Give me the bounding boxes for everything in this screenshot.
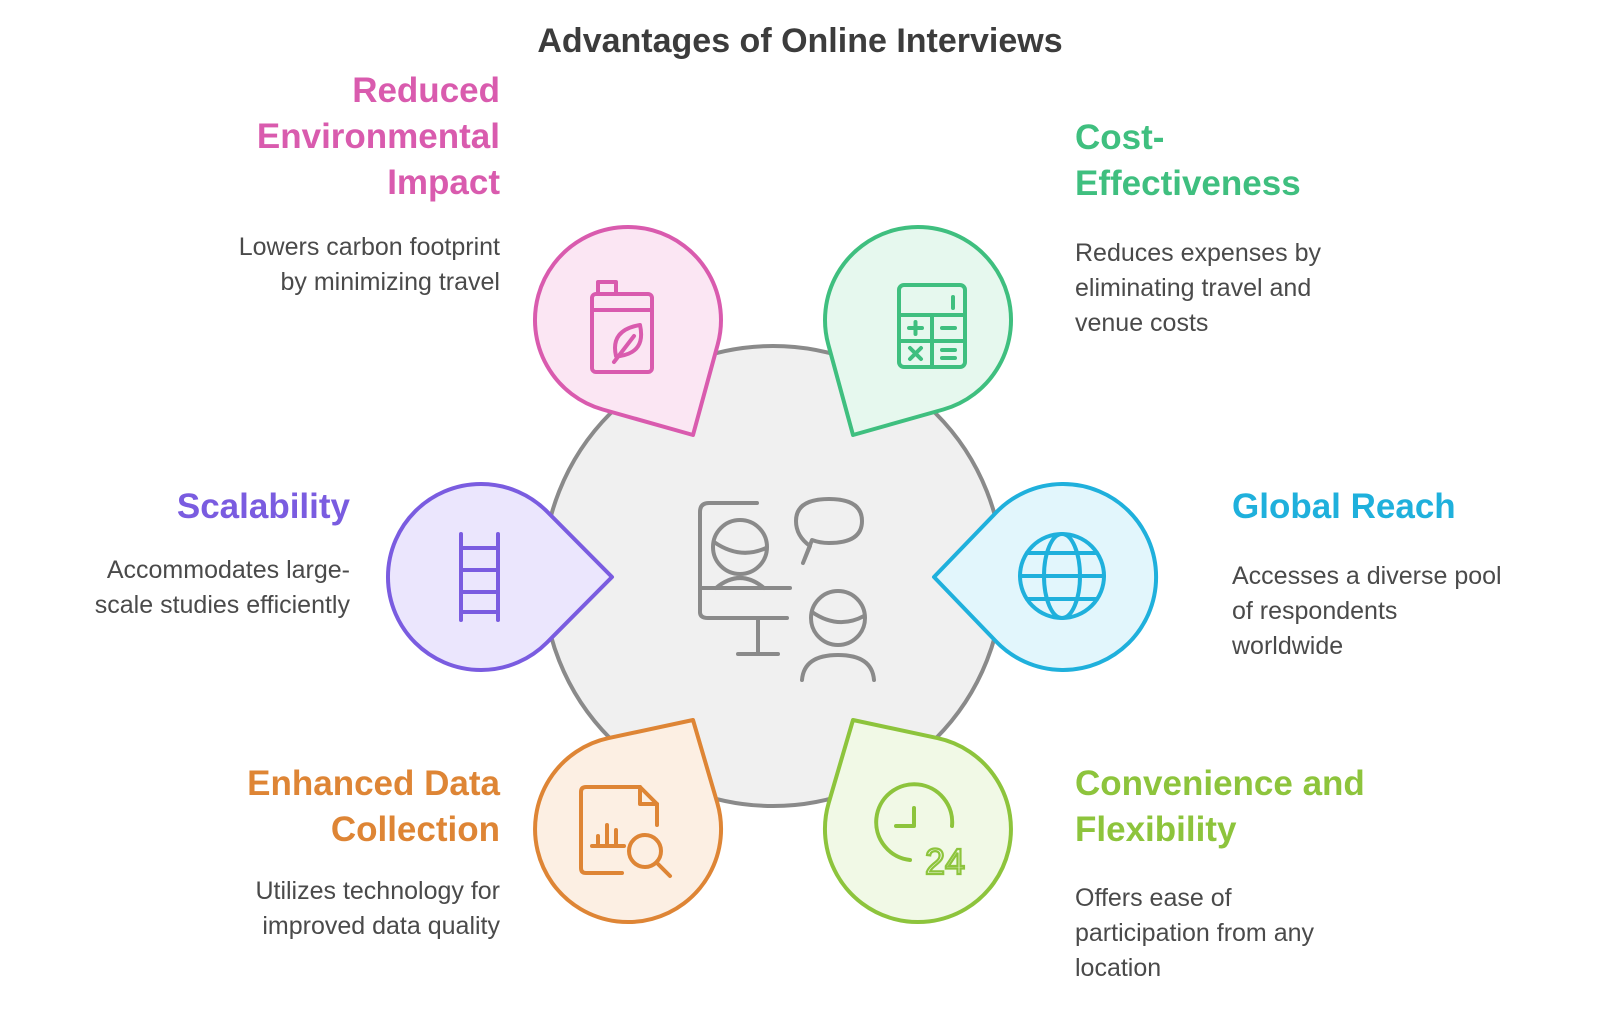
video-interview-icon [698,497,876,682]
label-line: Environmental [256,117,500,156]
desc-line: location [1075,954,1162,982]
desc-line: of respondents [1232,597,1398,625]
label-scalability: Scalability [177,484,350,530]
label-convenience-and-flexibility: Convenience and Flexibility [1075,761,1365,853]
desc-global-reach: Accesses a diverse pool of respondents w… [1232,559,1502,664]
desc-line: venue costs [1075,309,1209,337]
petal-convenience [822,718,1013,925]
desc-line: Lowers carbon footprint [238,233,500,261]
label-line: Cost- [1075,118,1165,157]
ladder-icon [459,532,500,622]
desc-line: Offers ease of [1075,884,1232,912]
desc-convenience-and-flexibility: Offers ease of participation from any lo… [1075,881,1314,986]
desc-line: participation from any [1075,919,1315,947]
diagram-title: Advantages of Online Interviews [537,22,1063,60]
desc-line: by minimizing travel [280,268,500,296]
desc-line: Accommodates large- [106,556,350,584]
calculator-icon [897,283,967,369]
label-line: Global Reach [1232,487,1456,526]
document-chart-search-icon [579,785,672,878]
battery-leaf-icon [590,280,654,374]
label-line: Reduced [352,71,500,110]
desc-line: Utilizes technology for [255,877,500,905]
clock-24-icon [874,782,955,862]
petal-cost [823,225,1014,437]
label-global-reach: Global Reach [1232,484,1456,530]
label-line: Flexibility [1075,810,1237,849]
desc-reduced-environmental-impact: Lowers carbon footprint by minimizing tr… [239,230,500,300]
label-reduced-environmental-impact: Reduced Environmental Impact [257,68,500,206]
desc-line: scale studies efficiently [94,591,350,619]
petal-data [533,718,724,925]
desc-line: Reduces expenses by [1075,239,1321,267]
globe-icon [1018,532,1106,620]
clock-24-digits: 24 [925,841,965,882]
desc-enhanced-data-collection: Utilizes technology for improved data qu… [255,874,500,944]
desc-line: Accesses a diverse pool [1232,562,1502,590]
petal-scalability [386,482,614,672]
label-cost-effectiveness: Cost- Effectiveness [1075,115,1301,207]
desc-cost-effectiveness: Reduces expenses by eliminating travel a… [1075,236,1321,341]
label-line: Scalability [176,487,350,526]
label-line: Enhanced Data [247,764,500,803]
petal-environment [532,225,723,437]
desc-line: eliminating travel and [1075,274,1312,302]
desc-scalability: Accommodates large- scale studies effici… [95,553,350,623]
label-line: Collection [330,810,500,849]
desc-line: improved data quality [262,912,500,940]
label-enhanced-data-collection: Enhanced Data Collection [247,761,500,853]
desc-line: worldwide [1232,632,1344,660]
label-line: Impact [387,163,500,202]
label-line: Convenience and [1075,764,1365,803]
label-line: Effectiveness [1075,164,1301,203]
